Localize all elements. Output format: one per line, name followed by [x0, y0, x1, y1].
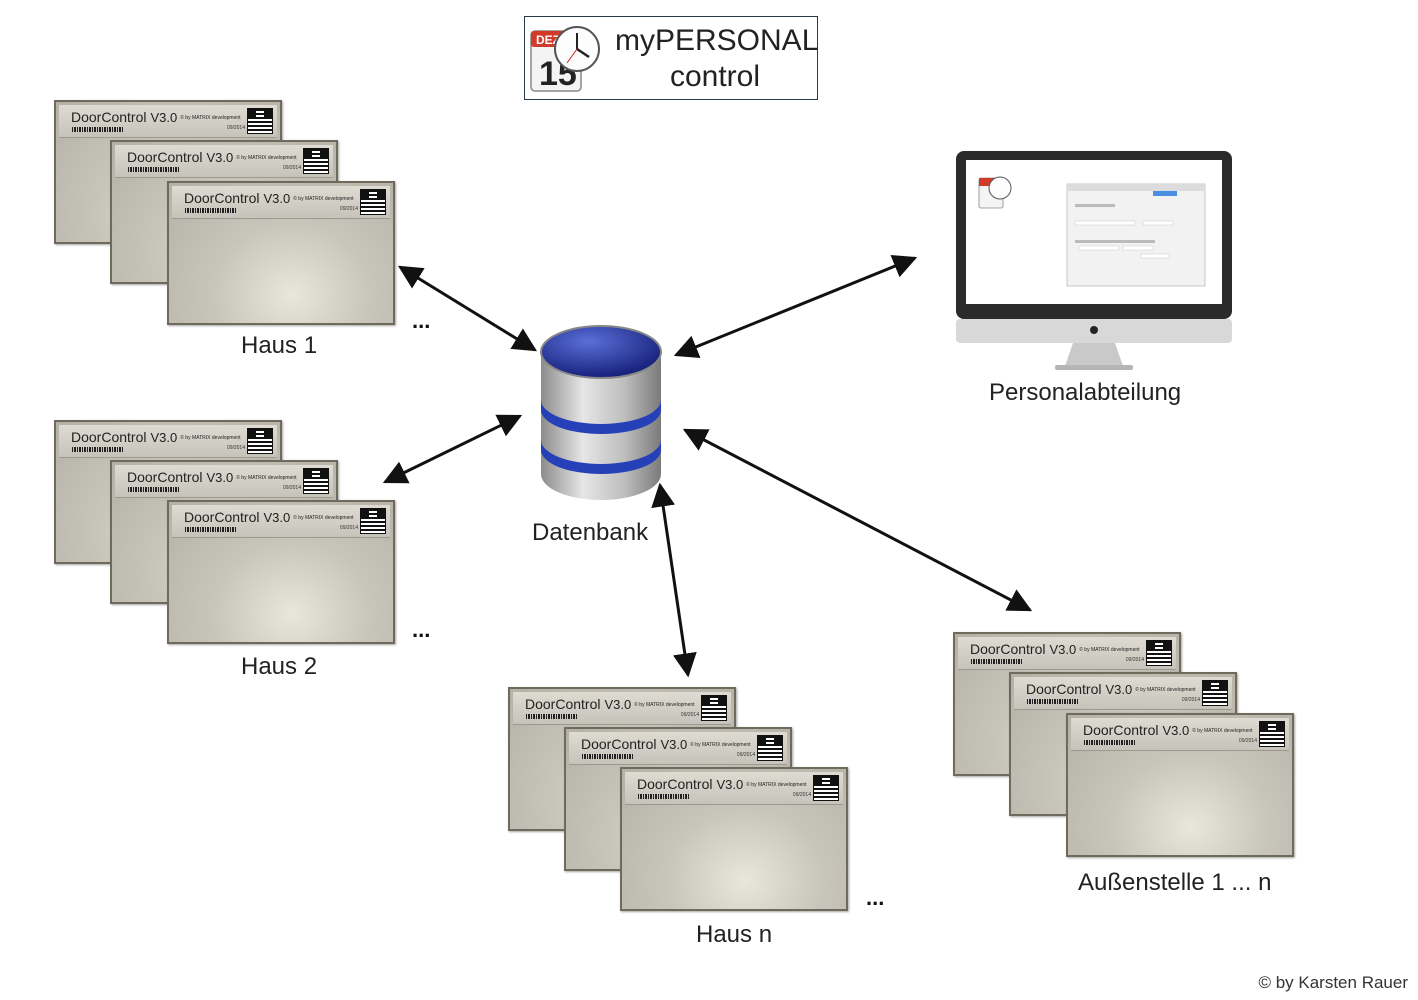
hr-label: Personalabteilung — [989, 379, 1182, 406]
qr-code-icon — [757, 735, 783, 761]
qr-code-icon — [1259, 721, 1285, 747]
qr-code-icon — [303, 148, 329, 174]
logo-title-line1: myPERSONAL — [615, 24, 819, 57]
arrow-house2-db — [382, 414, 523, 484]
arrow-db-housen — [651, 482, 697, 678]
ellipsis-house2: ... — [412, 617, 431, 642]
arrow-db-hr — [673, 255, 918, 358]
house1-label: Haus 1 — [241, 332, 318, 359]
arrow-house1-db — [397, 265, 538, 352]
qr-code-icon — [360, 508, 386, 534]
qr-code-icon — [1146, 640, 1172, 666]
qr-code-icon — [247, 428, 273, 454]
hr-computer-icon — [956, 151, 1232, 370]
qr-code-icon — [303, 468, 329, 494]
qr-code-icon — [701, 695, 727, 721]
qr-code-icon — [813, 775, 839, 801]
branch-label: Außenstelle 1 ... n — [1078, 869, 1272, 896]
ellipsis-housen: ... — [866, 885, 885, 910]
app-logo: DEZ 15 myPERSONAL control — [524, 16, 818, 100]
house2-label: Haus 2 — [241, 653, 318, 680]
arrow-db-branch — [682, 428, 1033, 612]
svg-text:DEZ: DEZ — [536, 33, 560, 47]
calendar-clock-icon: DEZ 15 — [530, 26, 600, 93]
ellipsis-house1: ... — [412, 308, 431, 333]
qr-code-icon — [360, 189, 386, 215]
housen-label: Haus n — [696, 921, 773, 948]
logo-title-line2: control — [669, 60, 761, 93]
database-label: Datenbank — [532, 519, 649, 546]
qr-code-icon — [1202, 680, 1228, 706]
copyright-text: © by Karsten Rauer — [1258, 973, 1408, 992]
qr-code-icon — [247, 108, 273, 134]
database-icon — [540, 325, 662, 500]
